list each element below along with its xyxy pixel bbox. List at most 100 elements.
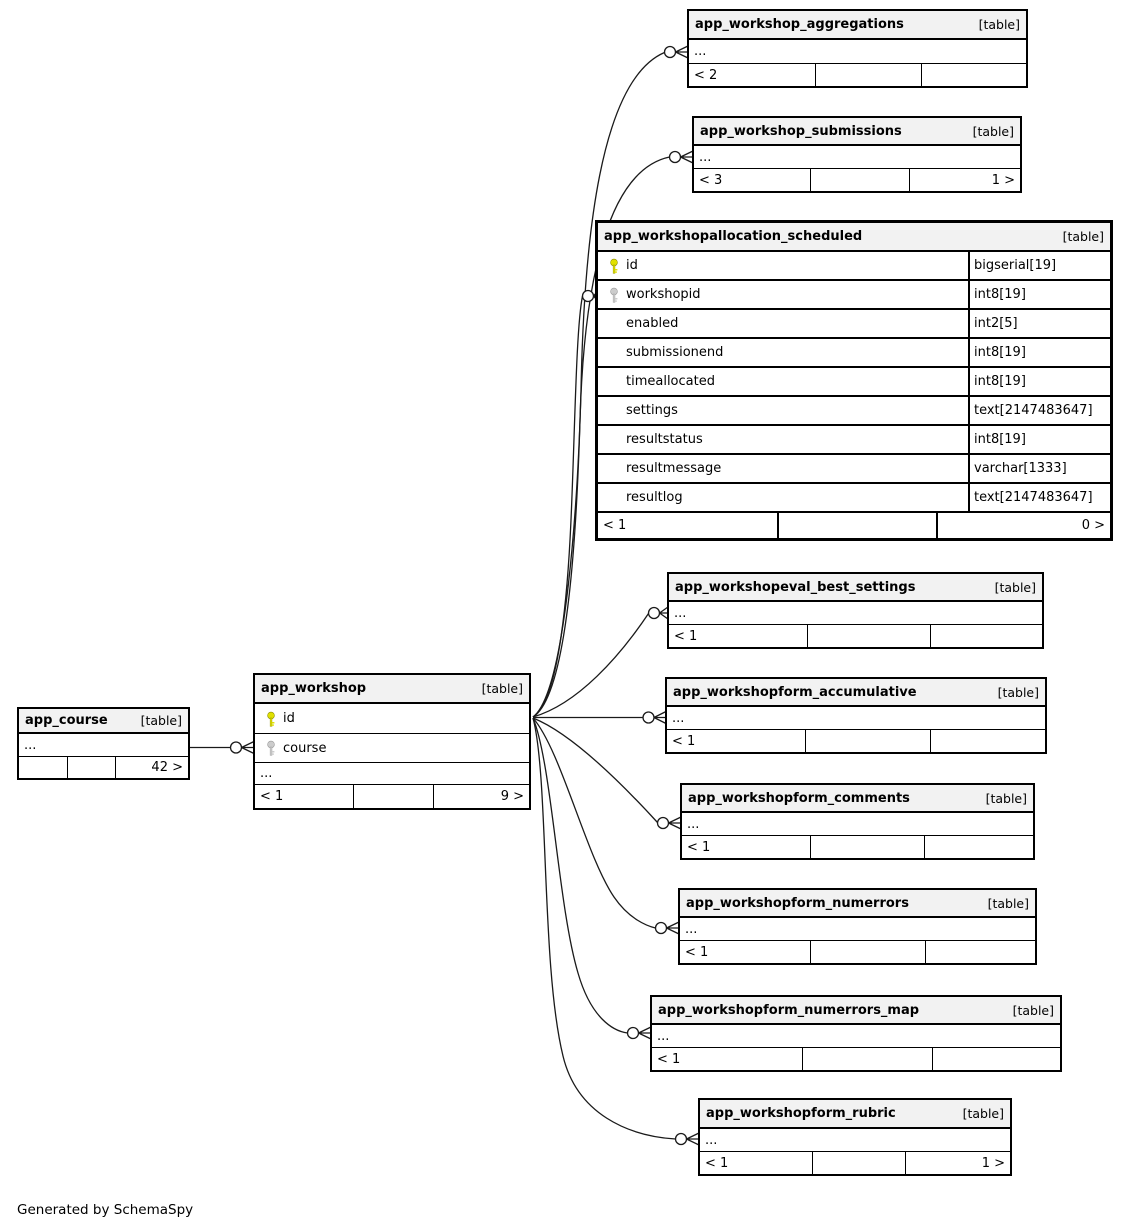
column-type: int2[5] [968,310,1110,337]
crowsfoot-marker [680,150,694,164]
column-type: text[2147483647] [968,397,1110,424]
table-type-label: [table] [1062,229,1104,244]
table-app_workshop_submissions[interactable]: app_workshop_submissions [table] ... < 3… [692,116,1022,193]
footer-spacer [353,785,433,808]
table-app_course[interactable]: app_course [table] ... 42 > [17,707,190,780]
column-name: course [283,740,327,756]
columns-ellipsis-row: ... [672,710,685,726]
key-icon-slot [598,484,623,511]
table-name[interactable]: app_workshop_submissions [700,123,902,139]
relationship-line [532,613,650,718]
footer-spacer [815,64,921,86]
degree-footer: < 1 [669,624,1042,647]
table-type-label: [table] [972,123,1014,139]
column-row: course [255,733,529,762]
table-header: app_workshopform_rubric [table] [700,1100,1010,1129]
table-name[interactable]: app_workshopform_comments [688,790,910,806]
cardinality-circle [663,45,677,59]
crowsfoot-marker [653,710,667,725]
table-name[interactable]: app_workshopform_rubric [706,1106,896,1121]
columns-ellipsis-row: ... [255,762,529,784]
columns-ellipsis-row: ... [687,816,700,832]
table-name[interactable]: app_workshop [261,681,367,696]
children-count: < 1 [603,518,627,533]
table-name[interactable]: app_course [25,713,108,728]
column-row: enabled int2[5] [598,308,1110,337]
key-icon-slot [598,426,623,453]
key-icon-slot [598,339,623,366]
table-type-label: [table] [994,579,1036,595]
table-header: app_workshopform_accumulative [table] [667,679,1045,707]
table-header: app_workshop [table] [255,675,529,704]
crowsfoot-marker [668,816,682,830]
cardinality-circle [654,921,668,935]
table-app_workshopform_accumulative[interactable]: app_workshopform_accumulative [table] ..… [665,677,1047,754]
table-name[interactable]: app_workshopeval_best_settings [675,579,916,595]
columns-ellipsis-row: ... [685,921,698,937]
column-row: id bigserial[19] [598,252,1110,279]
crowsfoot-marker [659,606,669,620]
column-row: resultlog text[2147483647] [598,482,1110,511]
cardinality-circle [626,1026,640,1040]
footer-spacer [810,941,925,963]
table-type-label: [table] [985,790,1027,806]
table-name[interactable]: app_workshop_aggregations [695,17,904,32]
degree-footer: < 1 9 > [255,784,529,808]
table-name[interactable]: app_workshopform_accumulative [673,684,917,700]
relationship-line [532,717,658,823]
children-count: < 1 [672,733,696,749]
column-type: bigserial[19] [968,252,1110,279]
column-type: text[2147483647] [968,484,1110,511]
table-header: app_workshop_aggregations [table] [689,11,1026,40]
children-count: < 1 [260,789,284,804]
table-app_workshopform_rubric[interactable]: app_workshopform_rubric [table] ... < 1 … [698,1098,1012,1176]
column-name: settings [626,403,678,418]
table-type-label: [table] [962,1106,1004,1121]
column-name: timeallocated [626,374,715,389]
children-count: < 1 [687,839,711,855]
table-header: app_workshopeval_best_settings [table] [669,574,1042,602]
crowsfoot-marker [686,1132,700,1146]
columns-ellipsis-row: ... [705,1132,718,1148]
children-count: < 1 [685,944,709,960]
column-row: workshopid int8[19] [598,279,1110,308]
table-type-label: [table] [140,713,182,728]
table-app_workshopform_numerrors_map[interactable]: app_workshopform_numerrors_map [table] .… [650,995,1062,1072]
table-name[interactable]: app_workshopform_numerrors [686,895,909,911]
crowsfoot-marker [675,45,689,59]
table-type-label: [table] [997,684,1039,700]
parents-count [932,1048,1060,1070]
cardinality-circle [642,711,655,724]
degree-footer: < 2 [689,63,1026,86]
column-row: id [255,704,529,733]
table-app_workshop_aggregations[interactable]: app_workshop_aggregations [table] ... < … [687,9,1028,88]
table-app_workshopeval_best_settings[interactable]: app_workshopeval_best_settings [table] .… [667,572,1044,649]
table-header: app_workshop_submissions [table] [694,118,1020,146]
table-type-label: [table] [978,17,1020,32]
table-app_workshopform_comments[interactable]: app_workshopform_comments [table] ... < … [680,783,1035,860]
column-type: int8[19] [968,368,1110,395]
children-count: < 1 [705,1155,729,1171]
table-type-label: [table] [987,895,1029,911]
table-app_workshopform_numerrors[interactable]: app_workshopform_numerrors [table] ... <… [678,888,1037,965]
column-row: timeallocated int8[19] [598,366,1110,395]
table-header: app_course [table] [19,709,188,734]
column-name: enabled [626,316,679,331]
table-name[interactable]: app_workshopform_numerrors_map [658,1002,920,1018]
table-header: app_workshopform_comments [table] [682,785,1033,813]
cardinality-circle [229,741,243,754]
table-name[interactable]: app_workshopallocation_scheduled [604,229,863,244]
column-name: id [283,711,295,726]
table-app_workshopallocation_scheduled[interactable]: app_workshopallocation_scheduled [table]… [595,220,1113,541]
column-type: varchar[1333] [968,455,1110,482]
column-name: submissionend [626,345,724,360]
relationship-line [532,156,670,718]
column-type: int8[19] [968,339,1110,366]
cardinality-circle [647,606,661,620]
crowsfoot-marker [241,740,255,755]
relationship-line [532,295,584,718]
cardinality-circle [581,289,595,303]
footer-spacer [807,625,930,647]
table-app_workshop[interactable]: app_workshop [table] id course ... < 1 9… [253,673,531,810]
